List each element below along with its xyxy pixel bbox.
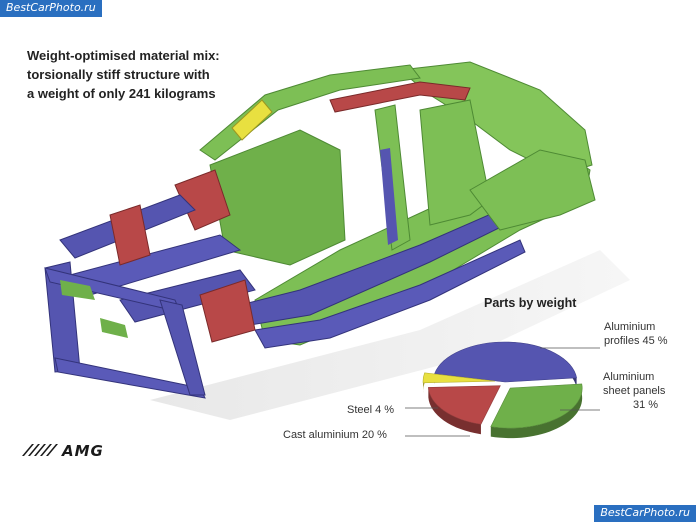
car-crossmember bbox=[119, 269, 256, 323]
label-line: 31 % bbox=[633, 399, 659, 411]
car-front-cast bbox=[199, 279, 256, 343]
pie-slice bbox=[428, 385, 501, 425]
chart-title: Parts by weight bbox=[484, 296, 577, 310]
car-bumper-brackets bbox=[60, 280, 128, 338]
label-line: Aluminium bbox=[603, 371, 655, 383]
amg-logo-text: AMG bbox=[61, 442, 104, 458]
headline-line: Weight-optimised material mix: bbox=[27, 48, 220, 63]
pie-slice bbox=[490, 383, 583, 429]
car-bumper-post bbox=[159, 299, 206, 396]
pie-slice-side bbox=[428, 387, 481, 435]
car-bumper-bottom bbox=[54, 357, 206, 399]
headline: Weight-optimised material mix: torsional… bbox=[27, 46, 257, 103]
car-a-pillar bbox=[199, 64, 421, 161]
car-lower-sill bbox=[254, 239, 526, 349]
car-b-pillar-blue bbox=[380, 148, 398, 245]
watermark-top: BestCarPhoto.ru bbox=[0, 0, 102, 17]
car-firewall-cast bbox=[174, 169, 231, 231]
headline-line: a weight of only 241 kilograms bbox=[27, 86, 216, 101]
car-roof-bar bbox=[329, 81, 471, 113]
car-shadow bbox=[150, 250, 630, 420]
amg-logo: AMG bbox=[22, 442, 104, 458]
car-a-pillar-yellow bbox=[231, 99, 273, 141]
label-line: Cast aluminium 20 % bbox=[283, 429, 387, 441]
pie-slice bbox=[434, 341, 577, 383]
headline-line: torsionally stiff structure with bbox=[27, 67, 210, 82]
pie-slice-side bbox=[490, 383, 583, 439]
label-line: profiles 45 % bbox=[604, 335, 668, 347]
label-steel: Steel 4 % bbox=[347, 403, 394, 417]
label-aluminium-sheet-panels: Aluminium sheet panels 31 % bbox=[603, 370, 665, 412]
car-rear-fender bbox=[469, 149, 596, 231]
label-aluminium-profiles: Aluminium profiles 45 % bbox=[604, 320, 668, 348]
label-line: Aluminium bbox=[604, 321, 656, 333]
label-line: Steel 4 % bbox=[347, 404, 395, 416]
pie-slice bbox=[422, 372, 496, 384]
watermark-bottom: BestCarPhoto.ru bbox=[594, 505, 696, 522]
car-strut bbox=[109, 204, 151, 266]
label-cast-aluminium: Cast aluminium 20 % bbox=[283, 428, 387, 442]
label-line: sheet panels bbox=[603, 385, 666, 397]
